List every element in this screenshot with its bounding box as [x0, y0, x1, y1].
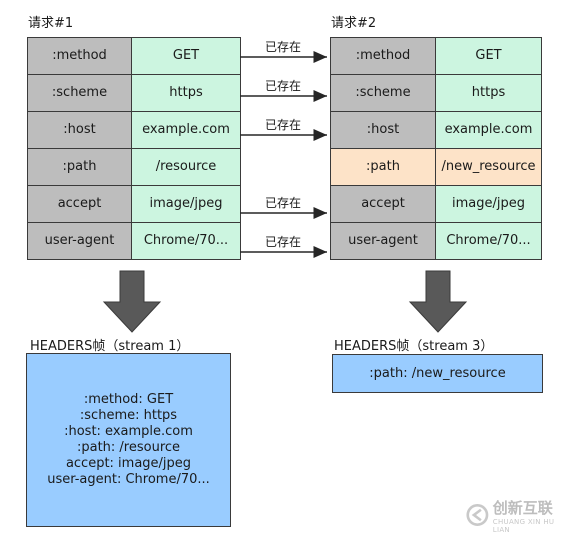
header-key: accept [27, 185, 132, 223]
exists-label: 已存在 [265, 79, 301, 93]
header-key: :scheme [27, 74, 132, 112]
watermark-subtext: CHUANG XIN HU LIAN [492, 517, 555, 534]
header-value: Chrome/70... [131, 222, 241, 260]
header-key: user-agent [27, 222, 132, 260]
frame1-line: :method: GET [83, 392, 174, 407]
header-value: GET [435, 37, 542, 75]
watermark-logo: 创新互联 CHUANG XIN HU LIAN [466, 494, 564, 536]
frame2-line: :path: /new_resource [369, 365, 506, 381]
table-row: :path /resource [27, 148, 241, 186]
frame2-caption: HEADERS帧（stream 3） [334, 339, 494, 354]
header-key: :scheme [330, 74, 436, 112]
header-value-changed: /new_resource [435, 148, 542, 186]
request1-header-table: :method GET :scheme https :host example.… [27, 37, 241, 260]
table-row: accept image/jpeg [330, 185, 542, 223]
header-key: :host [27, 111, 132, 149]
frame1-line: user-agent: Chrome/70... [47, 472, 210, 487]
exists-label: 已存在 [265, 118, 301, 132]
table-row: :method GET [330, 37, 542, 75]
frame1-box: :method: GET :scheme: https :host: examp… [26, 353, 231, 527]
logo-icon [466, 504, 489, 526]
header-key: :method [330, 37, 436, 75]
table-row: accept image/jpeg [27, 185, 241, 223]
header-value: example.com [435, 111, 542, 149]
table-row: :method GET [27, 37, 241, 75]
frame1-line: accept: image/jpeg [65, 456, 192, 471]
exists-label: 已存在 [265, 196, 301, 210]
exists-label: 已存在 [265, 235, 301, 249]
request1-title: 请求#1 [28, 16, 74, 31]
header-value: /resource [131, 148, 241, 186]
exists-label: 已存在 [265, 40, 301, 54]
frame1-caption: HEADERS帧（stream 1） [30, 339, 190, 354]
frame2-box: :path: /new_resource [332, 354, 543, 393]
header-value: https [131, 74, 241, 112]
table-row: :scheme https [27, 74, 241, 112]
frame1-line: :scheme: https [79, 408, 178, 423]
request2-title: 请求#2 [331, 16, 377, 31]
table-row: user-agent Chrome/70... [330, 222, 542, 260]
table-row: user-agent Chrome/70... [27, 222, 241, 260]
header-value: GET [131, 37, 241, 75]
down-arrow-icon [102, 270, 162, 333]
down-arrow-icon [408, 270, 468, 333]
table-row: :host example.com [330, 111, 542, 149]
header-key: :host [330, 111, 436, 149]
frame1-line: :host: example.com [64, 424, 193, 439]
frame1-line: :path: /resource [76, 440, 181, 455]
header-key: :path [27, 148, 132, 186]
watermark-text: 创新互联 [492, 498, 553, 517]
header-value: image/jpeg [131, 185, 241, 223]
header-key: accept [330, 185, 436, 223]
header-value: image/jpeg [435, 185, 542, 223]
request2-header-table: :method GET :scheme https :host example.… [330, 37, 542, 260]
header-value: Chrome/70... [435, 222, 542, 260]
